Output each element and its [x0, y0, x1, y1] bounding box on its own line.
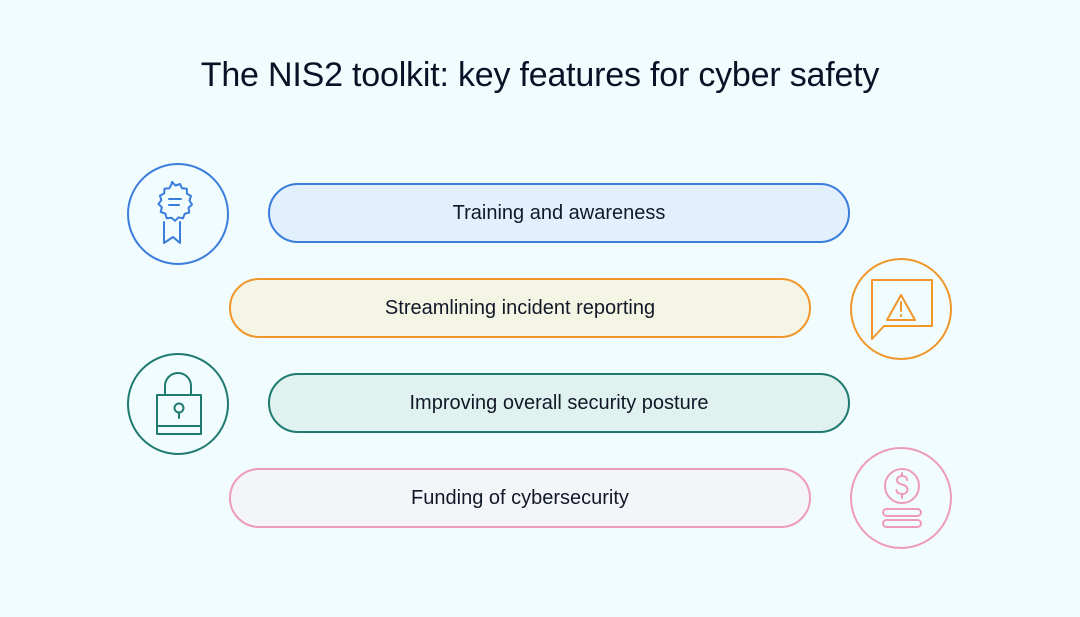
award-ribbon-icon	[157, 181, 193, 244]
feature-icon-circle-funding	[850, 447, 952, 549]
feature-icon-circle-training	[127, 163, 229, 265]
feature-pill-security-posture: Improving overall security posture	[268, 373, 850, 433]
page-title: The NIS2 toolkit: key features for cyber…	[200, 56, 880, 94]
warning-message-icon	[871, 279, 933, 340]
feature-pill-funding: Funding of cybersecurity	[229, 468, 811, 528]
feature-pill-incident-reporting: Streamlining incident reporting	[229, 278, 811, 338]
feature-pill-training: Training and awareness	[268, 183, 850, 243]
feature-label: Improving overall security posture	[409, 391, 709, 414]
padlock-icon	[156, 372, 202, 435]
dollar-coin-stack-icon	[882, 468, 922, 528]
feature-icon-circle-incident-reporting	[850, 258, 952, 360]
feature-icon-circle-security-posture	[127, 353, 229, 455]
feature-label: Streamlining incident reporting	[384, 296, 656, 319]
feature-label: Training and awareness	[452, 201, 666, 224]
feature-label: Funding of cybersecurity	[411, 486, 629, 509]
